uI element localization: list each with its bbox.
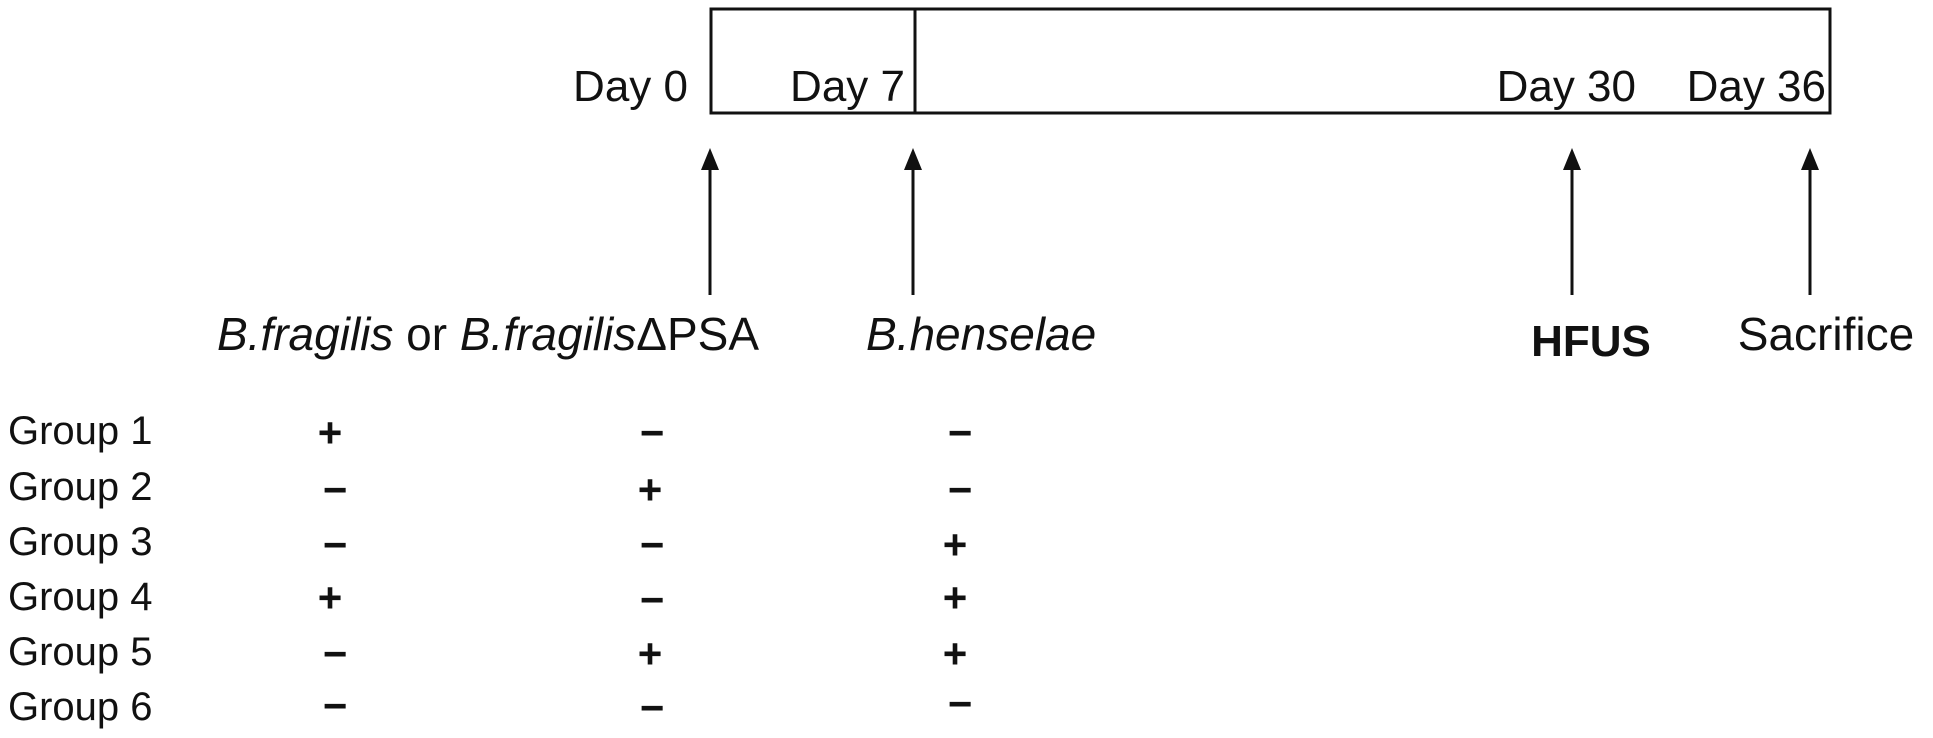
group-label: Group 2 bbox=[8, 465, 153, 509]
arrow-day-36 bbox=[1801, 148, 1819, 295]
group-label: Group 1 bbox=[8, 409, 153, 453]
group-label: Group 3 bbox=[8, 520, 153, 564]
sign-bhenselae: + bbox=[943, 574, 968, 621]
group-row-3: Group 3 − − + bbox=[8, 520, 967, 568]
group-row-1: Group 1 + − − bbox=[8, 409, 972, 456]
group-row-6: Group 6 − − − bbox=[8, 680, 972, 731]
group-label: Group 5 bbox=[8, 630, 153, 674]
sign-bfragilis-psa: + bbox=[638, 466, 663, 513]
group-label: Group 6 bbox=[8, 685, 153, 729]
sign-bfragilis-psa: − bbox=[640, 684, 665, 731]
sign-bfragilis: − bbox=[323, 630, 348, 677]
sign-bfragilis-psa: − bbox=[640, 409, 665, 456]
sign-bfragilis: + bbox=[318, 574, 343, 621]
sign-bhenselae: − bbox=[948, 680, 973, 727]
arrow-up-icon bbox=[904, 148, 922, 170]
sign-bfragilis: − bbox=[323, 466, 348, 513]
sacrifice-label: Sacrifice bbox=[1738, 308, 1914, 360]
delta-psa-text: ΔPSA bbox=[636, 308, 759, 360]
sign-bfragilis: + bbox=[318, 409, 343, 456]
sign-bfragilis: − bbox=[323, 682, 348, 729]
sign-bfragilis-psa: − bbox=[640, 521, 665, 568]
group-label: Group 4 bbox=[8, 575, 153, 619]
arrow-day-0 bbox=[701, 148, 719, 295]
arrow-up-icon bbox=[1801, 148, 1819, 170]
sign-bhenselae: + bbox=[943, 630, 968, 677]
timeline-box bbox=[709, 7, 1832, 115]
sign-bhenselae: − bbox=[948, 466, 973, 513]
sign-bfragilis-psa: − bbox=[640, 576, 665, 623]
sign-bhenselae: + bbox=[943, 521, 968, 568]
arrow-day-30 bbox=[1563, 148, 1581, 295]
sign-bfragilis-psa: + bbox=[638, 630, 663, 677]
group-row-4: Group 4 + − + bbox=[8, 574, 967, 623]
sign-bhenselae: − bbox=[948, 409, 973, 456]
agent-bfragilis-label: B.fragilis or B.fragilisΔPSA bbox=[217, 308, 759, 360]
agent-bhenselae-label: B.henselae bbox=[866, 308, 1096, 360]
hfus-label: HFUS bbox=[1531, 317, 1651, 366]
day-0-label: Day 0 bbox=[573, 62, 688, 111]
arrow-day-7 bbox=[904, 148, 922, 295]
group-row-5: Group 5 − + + bbox=[8, 630, 967, 677]
sign-bfragilis: − bbox=[323, 521, 348, 568]
arrow-up-icon bbox=[1563, 148, 1581, 170]
day-7-label: Day 7 bbox=[790, 62, 905, 111]
or-text: or bbox=[393, 308, 459, 360]
arrow-up-icon bbox=[701, 148, 719, 170]
bfragilis-text: B.fragilis bbox=[217, 308, 393, 360]
day-30-label: Day 30 bbox=[1497, 62, 1636, 111]
bfragilis-psa-text: B.fragilis bbox=[460, 308, 636, 360]
day-36-label: Day 36 bbox=[1687, 62, 1826, 111]
group-row-2: Group 2 − + − bbox=[8, 465, 972, 513]
